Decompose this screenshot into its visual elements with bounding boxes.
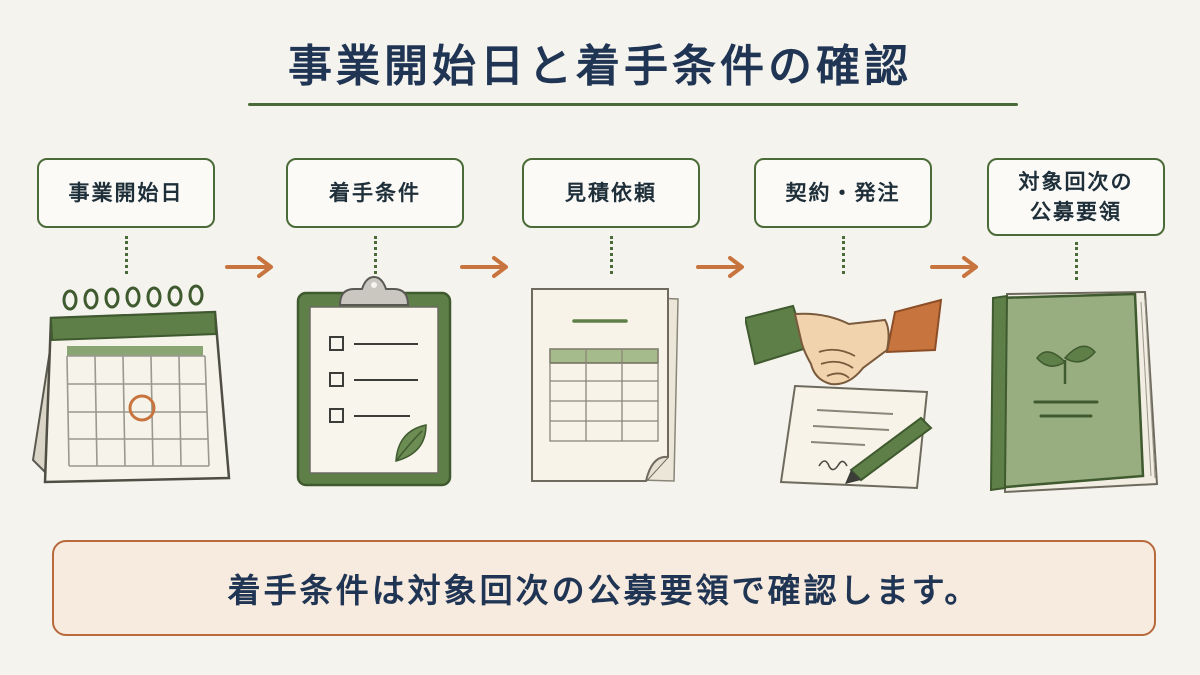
- connector-dots: [125, 236, 128, 274]
- step-label-start-date: 事業開始日: [37, 158, 215, 228]
- step-label-text: 着手条件: [329, 180, 421, 205]
- step-label-text: 事業開始日: [68, 180, 184, 205]
- step-label-text-line2: 公募要領: [1030, 200, 1122, 224]
- note-text: 着手条件は対象回次の公募要領で確認します。: [227, 571, 981, 610]
- title-underline: [248, 103, 1018, 106]
- handshake-contract-icon: [745, 298, 943, 490]
- step-label-text-line1: 対象回次の: [1018, 169, 1134, 194]
- guidelines-book-icon: [989, 290, 1159, 494]
- note-box: 着手条件は対象回次の公募要領で確認します。: [52, 540, 1156, 636]
- connector-dots: [842, 236, 845, 274]
- connector-dots: [374, 236, 377, 274]
- step-label-quote-request: 見積依頼: [522, 158, 700, 228]
- calendar-icon: [31, 284, 231, 484]
- step-label-text: 契約・発注: [785, 180, 901, 205]
- page-title: 事業開始日と着手条件の確認: [288, 41, 912, 92]
- document-table-icon: [531, 288, 679, 482]
- clipboard-checklist-icon: [296, 275, 452, 487]
- step-label-guidelines: 対象回次の 公募要領: [987, 158, 1165, 236]
- arrow-right-icon: [460, 256, 508, 278]
- step-label-contract-order: 契約・発注: [754, 158, 932, 228]
- connector-dots: [610, 236, 613, 274]
- connector-dots: [1075, 242, 1078, 280]
- arrow-right-icon: [930, 256, 978, 278]
- arrow-right-icon: [225, 256, 273, 278]
- arrow-right-icon: [696, 256, 744, 278]
- step-label-start-conditions: 着手条件: [286, 158, 464, 228]
- step-label-text: 見積依頼: [565, 180, 657, 205]
